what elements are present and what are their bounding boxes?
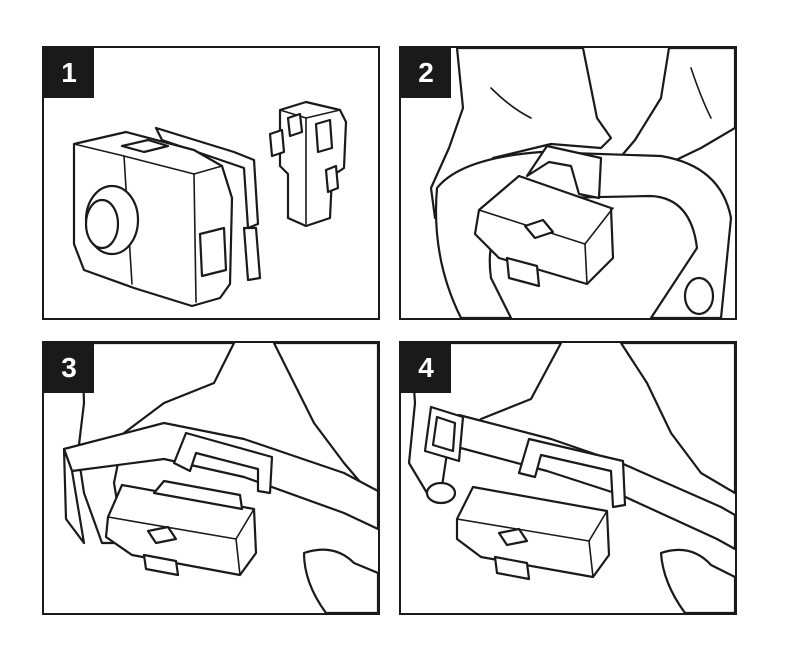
- lamp-top-button: [120, 138, 170, 154]
- lamp-lens-edge: [493, 555, 531, 581]
- step-number-badge: 1: [44, 48, 94, 98]
- step-2-panel: 2: [399, 46, 737, 320]
- lamp-button: [523, 218, 555, 240]
- strap-end-left: [62, 447, 86, 545]
- step-number-badge: 4: [401, 343, 451, 393]
- head-strap: [62, 421, 378, 531]
- lamp-side-window: [198, 226, 228, 278]
- right-hand: [619, 343, 735, 495]
- step-number-badge: 3: [44, 343, 94, 393]
- headlamp-and-clip-illustration: [72, 100, 348, 308]
- strap-clip-frame: [525, 144, 603, 200]
- lamp-button: [146, 525, 178, 545]
- lamp-lens-edge: [142, 553, 180, 577]
- strap-through-clip-illustration: [62, 343, 378, 613]
- strap-knot: [683, 276, 715, 316]
- strap-clip-frame: [517, 437, 627, 509]
- right-fingers: [659, 548, 735, 613]
- lamp-lens-edge: [505, 256, 541, 288]
- lamp-mounted-on-strap-illustration: [407, 343, 735, 613]
- step-number-badge: 2: [401, 48, 451, 98]
- step-1-panel: 1: [42, 46, 380, 320]
- left-thumb: [425, 481, 457, 505]
- lamp-lens-inner: [84, 198, 120, 250]
- strap-clip-frame: [172, 431, 274, 495]
- right-fingers: [302, 548, 378, 613]
- right-hand: [272, 343, 378, 505]
- lamp-button: [497, 527, 529, 547]
- step-4-panel: 4: [399, 341, 737, 615]
- step-3-panel: 3: [42, 341, 380, 615]
- lamp-bracket-tab: [242, 226, 262, 282]
- strap-threading-illustration: [429, 48, 735, 318]
- lamp-body: [72, 130, 234, 308]
